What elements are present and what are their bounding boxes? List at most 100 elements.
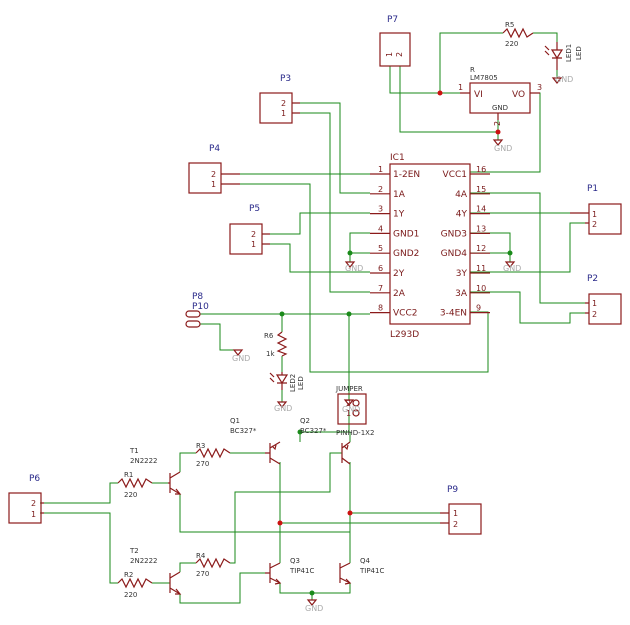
gnd-label: GND: [345, 264, 363, 273]
svg-text:R6: R6: [264, 332, 274, 340]
transistor-t2: T2 2N2222: [129, 547, 182, 595]
ic-pin-name: GND2: [393, 249, 419, 259]
wires: [40, 32, 585, 604]
p1-label: P1: [587, 184, 598, 194]
p4-pin2: 2: [211, 170, 216, 179]
svg-text:R5: R5: [505, 21, 514, 29]
p1-pin2: 2: [592, 220, 597, 229]
regulator-pin3: 3: [537, 83, 542, 92]
gnd-label: GND: [342, 405, 360, 414]
svg-text:2N2222: 2N2222: [130, 557, 158, 565]
p2-pin2: 2: [592, 310, 597, 319]
connector-p8-p10: P8 P10: [185, 292, 209, 328]
connector-p3: P3 2 1: [259, 74, 300, 124]
p9-pin2: 2: [453, 520, 458, 529]
ic-pin-number: 16: [476, 165, 486, 174]
gnd-label: GND: [305, 604, 323, 613]
transistor-q4: Q4 TIP41C: [339, 557, 384, 585]
regulator-lm7805: R LM7805 VI VO GND 1 3 2: [458, 66, 542, 126]
svg-text:TIP41C: TIP41C: [359, 567, 384, 575]
p5-label: P5: [249, 204, 260, 214]
jumper-label: JUMPER: [335, 385, 363, 393]
regulator-ref: R: [470, 66, 475, 74]
svg-text:LED: LED: [575, 46, 583, 60]
gnd-label: GND: [555, 75, 573, 84]
ic-pin-name: 1-2EN: [393, 170, 420, 180]
ic-pin-number: 15: [476, 185, 486, 194]
regulator-vi: VI: [474, 90, 483, 100]
svg-text:1k: 1k: [266, 350, 275, 358]
ic-pin-name: 4A: [455, 190, 468, 200]
connector-p9: P9 1 2: [447, 485, 482, 535]
regulator-gnd: GND: [492, 104, 508, 112]
svg-text:BC327*: BC327*: [230, 427, 257, 435]
ic-l293d: IC1 L293D 11-2EN21A31Y4GND15GND262Y72A8V…: [370, 153, 490, 340]
ic-ref-label: IC1: [390, 153, 405, 163]
ic-pin-number: 5: [378, 244, 383, 253]
jumper-pin1: 1: [346, 409, 351, 418]
svg-text:R2: R2: [124, 571, 133, 579]
ic-pin-name: GND4: [441, 249, 468, 259]
svg-text:LED1: LED1: [565, 44, 573, 62]
ic-pin-number: 2: [378, 185, 383, 194]
p3-pin1: 1: [281, 109, 286, 118]
svg-text:LED2: LED2: [289, 374, 297, 392]
p5-pin1: 1: [251, 240, 256, 249]
junctions: [277, 90, 513, 596]
p7-label: P7: [387, 15, 398, 25]
regulator-value: LM7805: [470, 74, 498, 82]
ic-pin-number: 7: [378, 284, 383, 293]
connector-p1: P1 1 2: [570, 184, 622, 235]
svg-text:Q2: Q2: [300, 417, 310, 425]
resistor-r3: R3 270: [195, 442, 231, 468]
p6-pin2: 2: [31, 499, 36, 508]
resistor-r1: R1 220: [117, 471, 153, 499]
connector-p5: P5 2 1: [229, 204, 270, 255]
transistor-t1: T1 2N2222: [129, 447, 182, 495]
led-led2: LED2 LED: [269, 372, 305, 392]
ic-pin-name: 4Y: [456, 210, 468, 220]
svg-text:Q4: Q4: [360, 557, 371, 565]
ic-pin-name: 2Y: [393, 269, 405, 279]
p10-label: P10: [192, 302, 209, 312]
transistor-q3: Q3 TIP41C: [265, 557, 314, 585]
transistor-q2: Q2 BC327*: [300, 417, 351, 465]
svg-text:T2: T2: [129, 547, 139, 555]
svg-text:270: 270: [196, 460, 209, 468]
svg-text:R4: R4: [196, 552, 206, 560]
connector-p4: P4 2 1: [188, 144, 240, 194]
svg-text:Q1: Q1: [230, 417, 240, 425]
ic-pin-number: 6: [378, 264, 383, 273]
gnd-label: GND: [274, 404, 292, 413]
p7-pin2: 2: [395, 52, 404, 57]
gnd-label: GND: [503, 264, 521, 273]
transistor-q1: Q1 BC327*: [230, 417, 281, 465]
ic-pin-name: 2A: [393, 289, 406, 299]
ic-pin-number: 9: [476, 304, 481, 313]
ground-symbols: GND GND GND GND GND GND GND GND: [232, 75, 573, 613]
ic-pin-number: 11: [476, 264, 486, 273]
p2-pin1: 1: [592, 299, 597, 308]
p4-label: P4: [209, 144, 220, 154]
p8-label: P8: [192, 292, 203, 302]
svg-text:2N2222: 2N2222: [130, 457, 158, 465]
ic-pin-name: GND1: [393, 229, 419, 239]
regulator-pin1: 1: [458, 83, 463, 92]
resistor-r4: R4 270: [195, 552, 231, 578]
ic-pin-name: GND3: [441, 229, 467, 239]
gnd-label: GND: [232, 354, 250, 363]
ic-pin-name: 1A: [393, 190, 406, 200]
resistor-r2: R2 220: [117, 571, 153, 599]
p3-pin2: 2: [281, 99, 286, 108]
p2-label: P2: [587, 274, 598, 284]
ic-pin-number: 13: [476, 224, 486, 233]
svg-text:Q3: Q3: [290, 557, 300, 565]
svg-text:BC327*: BC327*: [300, 427, 327, 435]
ic-pin-name: 3Y: [456, 269, 468, 279]
svg-text:270: 270: [196, 570, 209, 578]
connector-p2: P2 1 2: [585, 274, 622, 325]
p6-pin1: 1: [31, 510, 36, 519]
svg-text:LED: LED: [297, 376, 305, 390]
p7-pin1: 1: [385, 52, 394, 57]
